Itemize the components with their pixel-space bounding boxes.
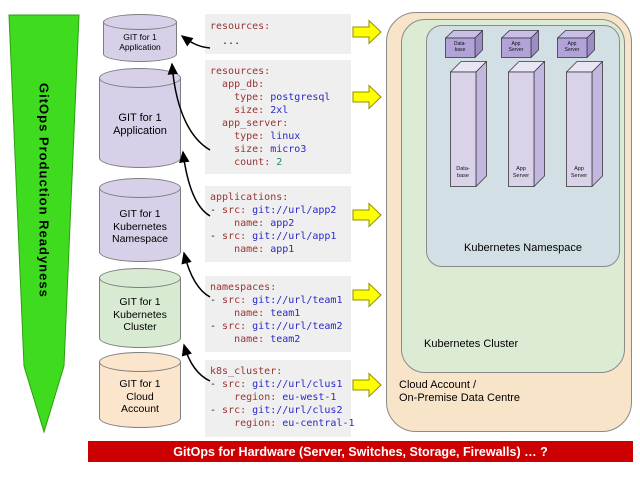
git-repo-label: GIT for 1 Cloud Account (119, 378, 161, 416)
flow-arrow-icon (352, 372, 382, 398)
app-server-box-small: App Server (556, 29, 596, 59)
code-block-applications: applications:- src: git://url/app2 name:… (205, 186, 351, 262)
cylinder-top (99, 268, 181, 288)
flow-arrow-icon (352, 282, 382, 308)
git-repo-application: GIT for 1 Application (99, 68, 181, 168)
git-repo-label: GIT for 1 Application (113, 111, 167, 137)
cylinder-top (103, 14, 177, 30)
cylinder-top (99, 68, 181, 88)
kubernetes-cluster-box: Data- base App Server (401, 19, 625, 373)
code-block-namespaces: namespaces:- src: git://url/team1 name: … (205, 276, 351, 352)
git-repo-cloud-account: GIT for 1 Cloud Account (99, 352, 181, 428)
cloud-account-box: Data- base App Server (386, 12, 632, 432)
code-block-resources-short: resources: ... (205, 14, 351, 54)
git-repo-label: GIT for 1 Kubernetes Cluster (113, 296, 167, 334)
cylinder-top (99, 178, 181, 198)
app-server-box-tall: App Server (507, 60, 546, 188)
git-repo-application-small: GIT for 1 Application (103, 14, 177, 62)
cylinder-body (99, 278, 181, 348)
cylinder-body (99, 188, 181, 262)
git-repo-kubernetes-namespace: GIT for 1 Kubernetes Namespace (99, 178, 181, 262)
cylinder-body (99, 78, 181, 168)
namespace-label: Kubernetes Namespace (463, 242, 582, 254)
cylinder-top (99, 352, 181, 372)
code-block-resources-full: resources: app_db: type: postgresql size… (205, 60, 351, 174)
box-label: Data- base (453, 41, 467, 53)
flow-arrow-icon (352, 84, 382, 110)
cylinder-body (99, 362, 181, 428)
app-server-box-tall: App Server (565, 60, 604, 188)
git-repo-kubernetes-cluster: GIT for 1 Kubernetes Cluster (99, 268, 181, 348)
app-server-box-small: App Server (500, 29, 540, 59)
hardware-banner: GitOps for Hardware (Server, Switches, S… (88, 441, 633, 462)
cloud-account-label: Cloud Account / On-Premise Data Centre (399, 379, 521, 404)
kubernetes-namespace-box: Data- base App Server (426, 25, 620, 267)
box-label: App Server (508, 41, 524, 53)
readiness-arrow-label: GitOps Production Readyness (36, 82, 52, 298)
box-label: App Server (564, 41, 580, 53)
git-repo-label: GIT for 1 Kubernetes Namespace (111, 208, 169, 246)
cluster-label: Kubernetes Cluster (424, 338, 519, 350)
box-label: Data- base (456, 166, 470, 179)
down-arrow-icon (8, 14, 80, 434)
flow-arrow-icon (352, 202, 382, 228)
readiness-arrow: GitOps Production Readyness (8, 14, 80, 434)
database-box-small: Data- base (444, 29, 484, 59)
box-label: App Server (570, 166, 588, 179)
flow-arrow-icon (352, 19, 382, 45)
code-block-k8s-cluster: k8s_cluster:- src: git://url/clus1 regio… (205, 360, 355, 437)
box-label: App Server (512, 166, 530, 179)
git-repo-label: GIT for 1 Application (119, 31, 161, 52)
database-box-tall: Data- base (449, 60, 488, 188)
